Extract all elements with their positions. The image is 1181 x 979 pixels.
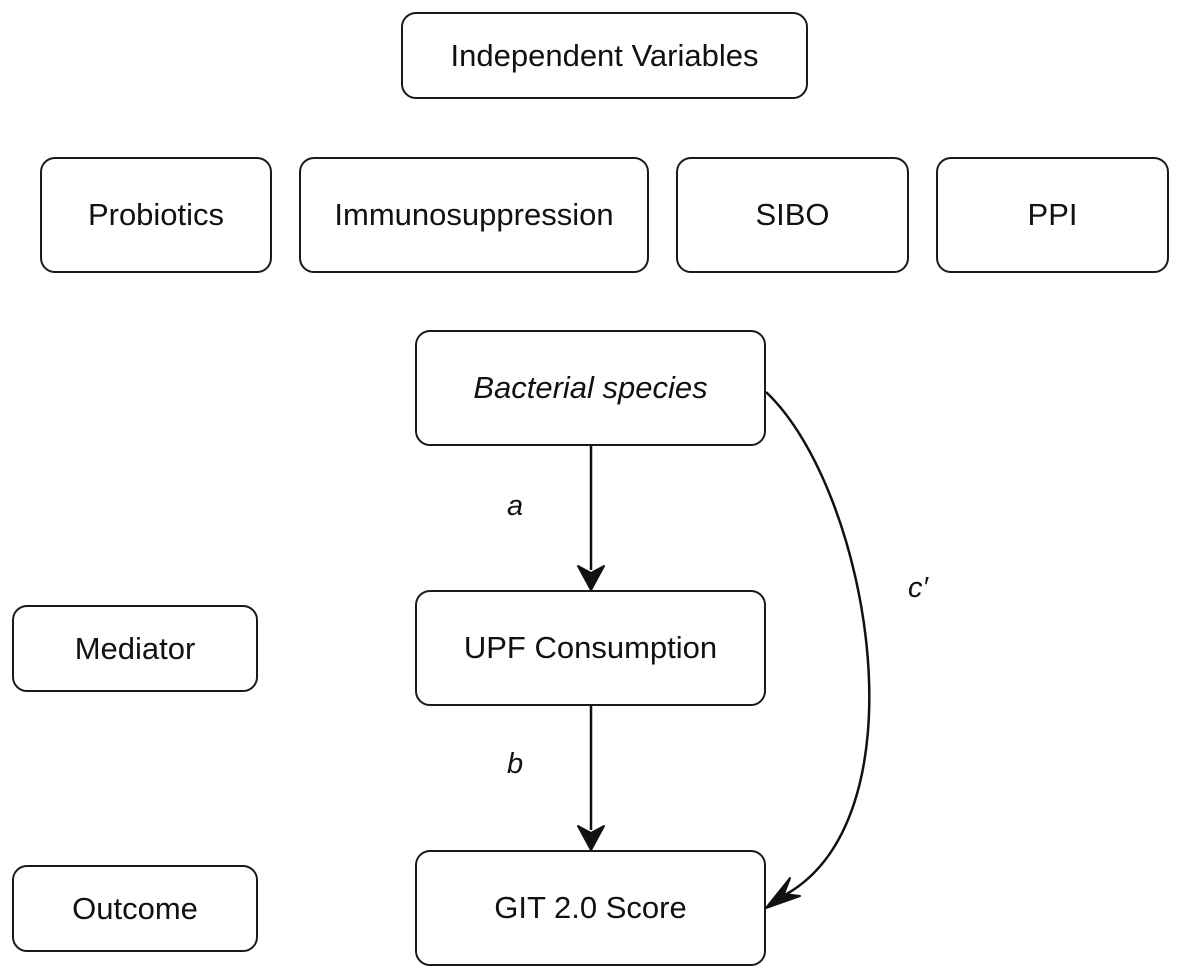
git-score-box: GIT 2.0 Score [415, 850, 766, 966]
sibo-label: SIBO [755, 197, 830, 232]
path-b-label: b [507, 748, 524, 780]
bacterial-species-box: Bacterial species [415, 330, 766, 446]
mediator-role-label: Mediator [74, 630, 196, 666]
ppi-label: PPI [1027, 197, 1078, 232]
git-score-label: GIT 2.0 Score [494, 890, 687, 925]
independent-variables-label: Independent Variables [450, 37, 759, 73]
outcome-role-label: Outcome [72, 890, 198, 926]
independent-variables-header: Independent Variables [401, 12, 808, 99]
upf-consumption-box: UPF Consumption [415, 590, 766, 706]
path-b-arrow [577, 706, 605, 851]
probiotics-label: Probiotics [87, 197, 225, 232]
immunosuppression-label: Immunosuppression [334, 197, 614, 232]
ppi-box: PPI [936, 157, 1169, 273]
immunosuppression-box: Immunosuppression [299, 157, 649, 273]
upf-consumption-label: UPF Consumption [463, 630, 718, 665]
sibo-box: SIBO [676, 157, 909, 273]
outcome-role-box: Outcome [12, 865, 258, 952]
path-a-label: a [507, 490, 524, 522]
path-a-arrow [577, 445, 605, 591]
path-c-prime-arrow [765, 391, 871, 909]
mediator-role-box: Mediator [12, 605, 258, 692]
bacterial-species-label: Bacterial species [473, 370, 708, 405]
path-c-prime-label: c′ [908, 572, 928, 604]
probiotics-box: Probiotics [40, 157, 272, 273]
